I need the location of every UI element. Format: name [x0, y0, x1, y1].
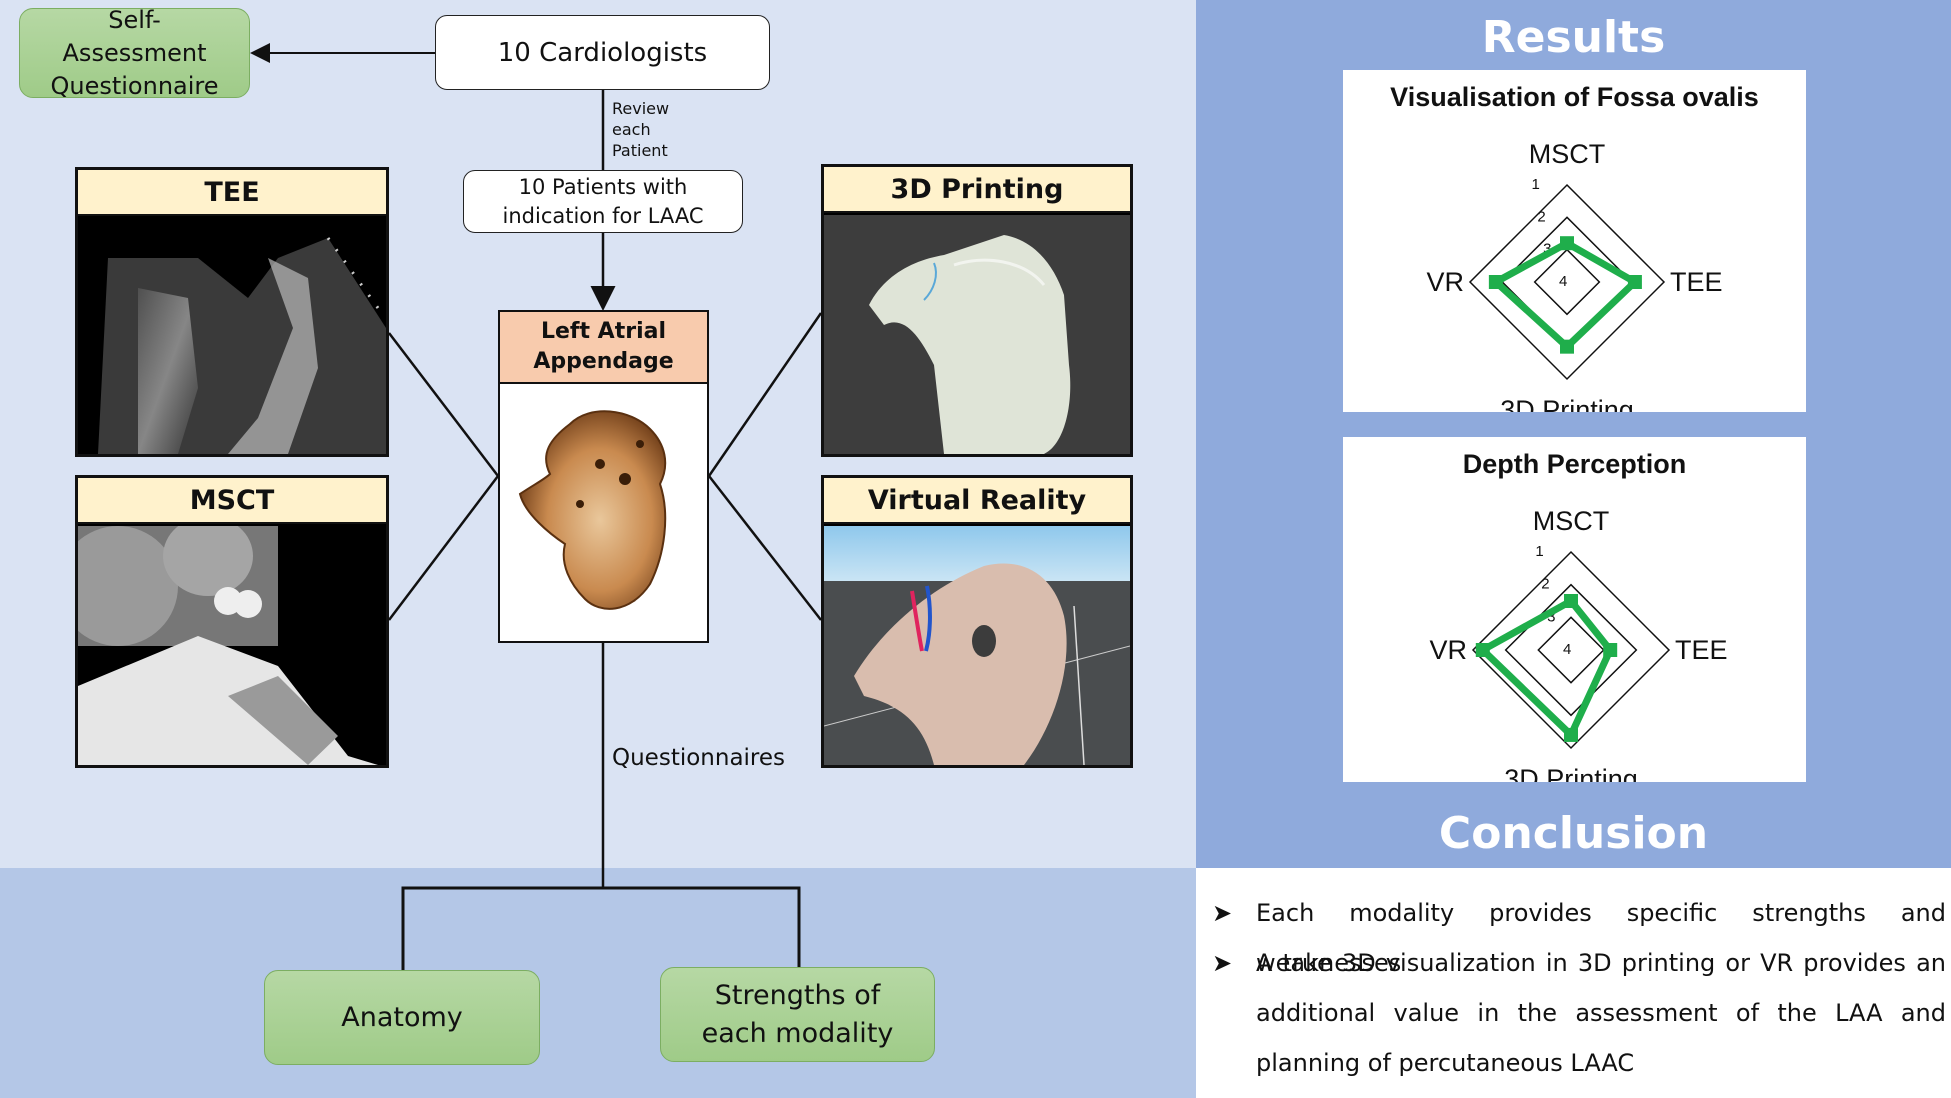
review-label-line: Patient [612, 141, 668, 160]
cardiologists-label: 10 Cardiologists [497, 37, 708, 68]
data-point [1627, 275, 1642, 289]
grid-ring [1533, 248, 1601, 316]
tick-label: 3 [1547, 608, 1555, 625]
axis-label: 3D Printing [1500, 395, 1634, 412]
msct-panel: MSCT [75, 475, 389, 768]
self-assessment-box: Self-Assessment Questionnaire [19, 6, 250, 100]
laa-3d-image [518, 410, 667, 610]
chart-title: Depth Perception [1462, 449, 1687, 479]
data-point [1475, 643, 1490, 657]
axis-label: TEE [1670, 267, 1723, 297]
radar-chart-svg: 1 2 34 MSCT TEE 3D Printing VR [1426, 139, 1723, 412]
review-label: Review each Patient [612, 98, 669, 161]
tee-panel: TEE [75, 167, 389, 457]
msct-ct-image [78, 526, 386, 765]
questionnaires-label: Questionnaires [612, 745, 786, 771]
tick-label: 4 [1563, 641, 1571, 658]
msct-header: MSCT [78, 478, 386, 524]
tick-label: 2 [1541, 576, 1549, 593]
connector-msct [388, 475, 499, 621]
vr-header: Virtual Reality [824, 478, 1130, 524]
chart-title: Visualisation of Fossa ovalis [1390, 82, 1759, 112]
conclusion-bullet: ➤ Each modality provides specific streng… [1212, 888, 1946, 977]
axis-label: TEE [1675, 635, 1728, 665]
grid-ring [1537, 616, 1605, 684]
patients-box: 10 Patients with indication for LAAC [463, 170, 743, 233]
axis-label: VR [1429, 635, 1467, 665]
anatomy-label: Anatomy [341, 1002, 463, 1033]
data-point [1603, 643, 1618, 657]
tick-label: 4 [1559, 273, 1567, 290]
3d-printing-panel: 3D Printing [821, 164, 1133, 457]
data-point [1564, 727, 1578, 742]
data-point [1488, 275, 1503, 289]
axis-label: MSCT [1529, 139, 1606, 169]
results-heading: Results [1481, 12, 1666, 63]
radar-chart-svg: 1 2 34 MSCT TEE 3D Printing VR [1429, 506, 1728, 782]
connector-vr [708, 475, 822, 621]
tick-label: 1 [1535, 543, 1543, 560]
review-label-line: each [612, 120, 651, 139]
tee-echo-image [78, 218, 386, 454]
grid-ring [1471, 550, 1671, 750]
strengths-box: Strengths of each modality [660, 967, 935, 1062]
conclusion-bullet-text: Each modality provides specific strength… [1256, 899, 1946, 977]
cardiologists-box: 10 Cardiologists [435, 15, 770, 90]
conclusion-heading: Conclusion [1438, 808, 1709, 859]
axis-label: 3D Printing [1504, 764, 1638, 782]
arrow-bullet-icon: ➤ [1212, 899, 1233, 927]
vr-panel: Virtual Reality [821, 475, 1133, 768]
conclusion-bullet: ➤ A true 3D visualization in 3D printing… [1212, 938, 1946, 1088]
data-point [1564, 594, 1578, 608]
tick-label: 1 [1532, 176, 1540, 193]
axis-label: VR [1426, 267, 1464, 297]
tick-label: 2 [1537, 208, 1545, 225]
arrow-bullet-icon: ➤ [1212, 949, 1233, 977]
laa-box: Left Atrial Appendage [498, 310, 709, 643]
laa-label: Left Atrial Appendage [533, 319, 674, 374]
tee-header: TEE [78, 170, 386, 216]
review-label-line: Review [612, 99, 670, 118]
axis-label: MSCT [1533, 506, 1610, 536]
conclusion-bullet-text: A true 3D visualization in 3D printing o… [1256, 949, 1946, 1077]
connector-3d-printing [707, 312, 823, 477]
data-point [1560, 339, 1574, 354]
tick-label: 3 [1543, 241, 1551, 258]
grid-ring [1468, 183, 1666, 381]
3d-printed-model-image [824, 215, 1130, 454]
vr-model-image [824, 526, 1130, 765]
connector-tee [388, 332, 499, 477]
data-point [1560, 236, 1574, 251]
flow-connectors [250, 43, 823, 970]
strengths-label: Strengths of each modality [701, 979, 894, 1049]
self-assessment-label: Self-Assessment Questionnaire [50, 5, 219, 100]
anatomy-box: Anatomy [264, 970, 540, 1065]
laa-header: Left Atrial Appendage [500, 312, 707, 384]
conclusion-panel [1196, 868, 1951, 1098]
3d-printing-header: 3D Printing [824, 167, 1130, 213]
questionnaire-band [0, 868, 1196, 1098]
connector-branch [401, 886, 801, 970]
patients-label: 10 Patients with indication for LAAC [502, 174, 704, 228]
